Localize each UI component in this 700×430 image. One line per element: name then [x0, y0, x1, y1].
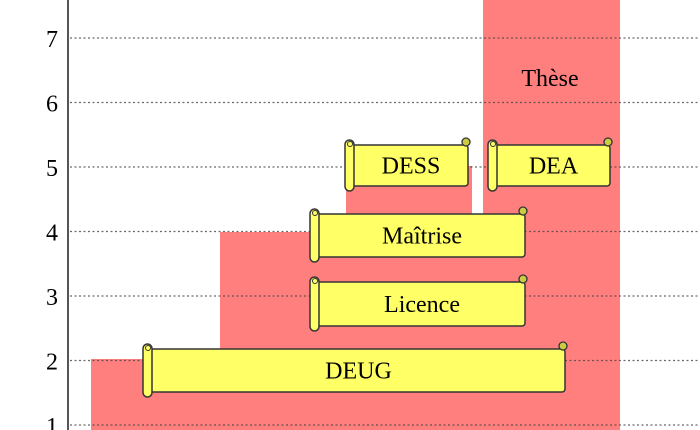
degree-label: DEUG	[325, 359, 392, 385]
scroll-roll-left	[344, 139, 355, 192]
scroll-dea: DEA	[487, 137, 613, 192]
y-tick-4: 4	[46, 221, 58, 247]
y-tick-6: 6	[46, 92, 58, 118]
scroll-curl-right	[558, 341, 568, 351]
degree-label: DESS	[382, 154, 441, 180]
scroll-curl-right	[518, 206, 528, 216]
y-axis-ticks: 1 2 3 4 5 6 7	[46, 27, 58, 430]
degree-label: DEA	[529, 154, 579, 180]
y-tick-1: 1	[46, 414, 58, 430]
y-tick-5: 5	[46, 156, 58, 182]
scroll-deug: DEUG	[142, 341, 568, 398]
scroll-curl-right	[518, 274, 528, 284]
scroll-curl-right	[461, 137, 471, 147]
y-tick-2: 2	[46, 350, 58, 376]
degree-label: Maîtrise	[382, 224, 462, 250]
scroll-roll-left	[309, 208, 320, 263]
scroll-roll-left	[487, 139, 498, 192]
degree-scrolls: DEUG Licence Maîtrise DESS DEA	[142, 137, 613, 398]
scroll-maîtrise: Maîtrise	[309, 206, 528, 263]
scroll-roll-left	[309, 276, 320, 332]
degree-label: Licence	[384, 292, 460, 318]
scroll-licence: Licence	[309, 274, 528, 332]
these-label: Thèse	[521, 66, 578, 92]
y-tick-7: 7	[46, 27, 58, 53]
scroll-roll-left	[142, 343, 153, 398]
scroll-dess: DESS	[344, 137, 471, 192]
scroll-curl-right	[603, 137, 613, 147]
y-tick-3: 3	[46, 285, 58, 311]
